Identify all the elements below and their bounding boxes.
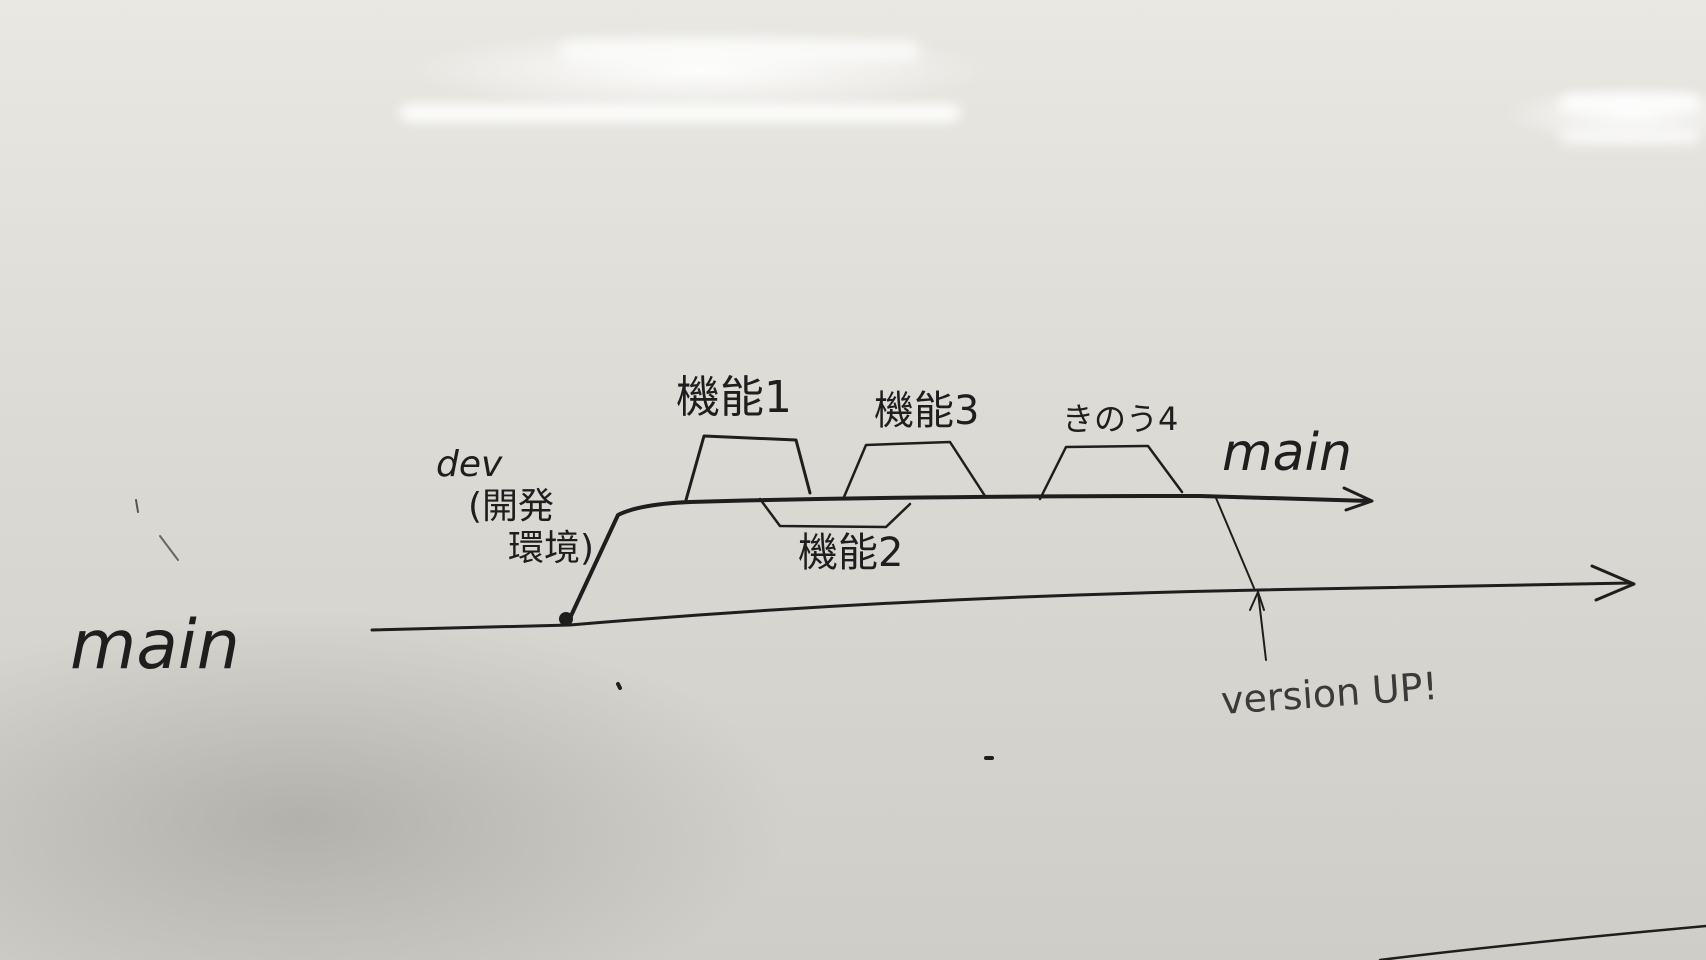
main-branch-line (370, 581, 1632, 632)
version-up-pointer (1257, 591, 1267, 661)
main-right-label: main (1222, 423, 1352, 483)
feature4-branch (1038, 444, 1184, 501)
dev-branch-line (568, 494, 1372, 620)
feature4-label: きのう4 (1062, 400, 1178, 438)
version-up-label: version UP! (1220, 664, 1440, 723)
dev-label-env-line2: 環境) (508, 528, 594, 569)
light-glare (400, 104, 960, 122)
stray-mark (616, 682, 622, 690)
dev-arrowhead (1342, 486, 1374, 512)
feature3-label: 機能3 (874, 388, 979, 434)
stray-mark (159, 535, 179, 561)
feature3-branch (842, 440, 987, 499)
merge-line (1215, 497, 1255, 589)
dev-label: dev (436, 444, 503, 485)
dev-label-env-line1: (開発 (468, 486, 554, 527)
main-left-label: main (70, 606, 240, 685)
light-glare (1560, 95, 1700, 111)
version-up-pointer-head (1249, 591, 1265, 611)
lower-right-stroke (1378, 924, 1706, 960)
feature1-label: 機能1 (676, 372, 792, 423)
feature2-branch (758, 497, 912, 529)
feature2-label: 機能2 (798, 530, 903, 576)
stray-mark (135, 499, 139, 513)
light-glare (1560, 130, 1700, 144)
main-arrowhead (1590, 564, 1636, 602)
light-glare (560, 40, 920, 62)
feature1-branch (684, 434, 812, 502)
